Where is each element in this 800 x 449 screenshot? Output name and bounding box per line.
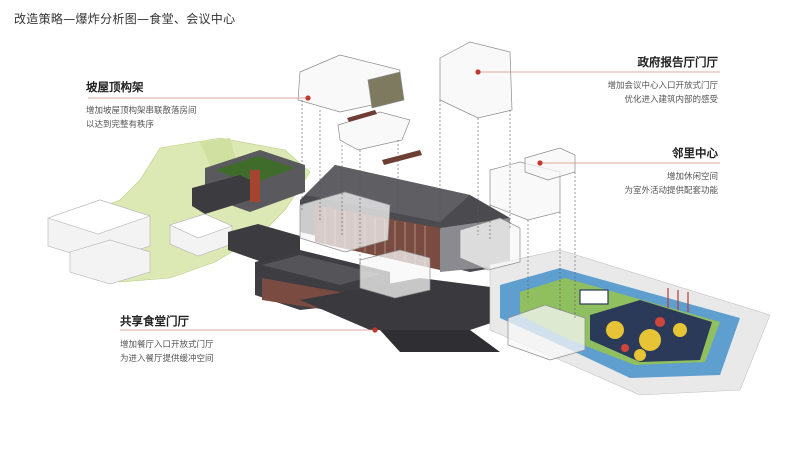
- callout-shared-canteen-foyer: 共享食堂门厅 增加餐厅入口开放式门厅 为进入餐厅提供缓冲空间: [120, 313, 214, 366]
- callout-government-hall-foyer: 政府报告厅门厅 增加会议中心入口开放式门厅 优化进入建筑内部的感受: [607, 54, 718, 107]
- callout-leaders: [88, 71, 720, 331]
- callout-desc-line: 增加坡屋顶构架串联散落房间: [86, 106, 197, 116]
- callout-desc-line: 以达到完整有秩序: [86, 120, 155, 130]
- callout-title: 共享食堂门厅: [120, 314, 189, 328]
- callout-desc-line: 增加餐厅入口开放式门厅: [120, 340, 214, 350]
- callout-title: 邻里中心: [672, 146, 718, 160]
- callout-desc-line: 为室外活动提供配套功能: [624, 186, 718, 196]
- projection-lines: [301, 100, 576, 320]
- existing-white-buildings: [47, 199, 233, 285]
- courtyard-block: [192, 150, 305, 214]
- page-title: 改造策略—爆炸分析图—食堂、会议中心: [14, 12, 236, 26]
- callout-title: 坡屋顶构架: [86, 80, 144, 94]
- red-marker-dot: [305, 69, 543, 333]
- callout-title: 政府报告厅门厅: [637, 55, 719, 69]
- callout-desc-line: 优化进入建筑内部的感受: [624, 95, 718, 105]
- exploded-roof-frames: [297, 41, 586, 361]
- roof-beams: [347, 110, 422, 165]
- callout-desc-line: 为进入餐厅提供缓冲空间: [120, 354, 214, 364]
- sports-field: [489, 249, 771, 396]
- callout-desc-line: 增加会议中心入口开放式门厅: [607, 81, 718, 91]
- callout-neighborhood-center: 邻里中心 增加休闲空间 为室外活动提供配套功能: [624, 145, 718, 198]
- callout-roof-frame: 坡屋顶构架 增加坡屋顶构架串联散落房间 以达到完整有秩序: [86, 79, 197, 132]
- callout-desc-line: 增加休闲空间: [666, 172, 718, 182]
